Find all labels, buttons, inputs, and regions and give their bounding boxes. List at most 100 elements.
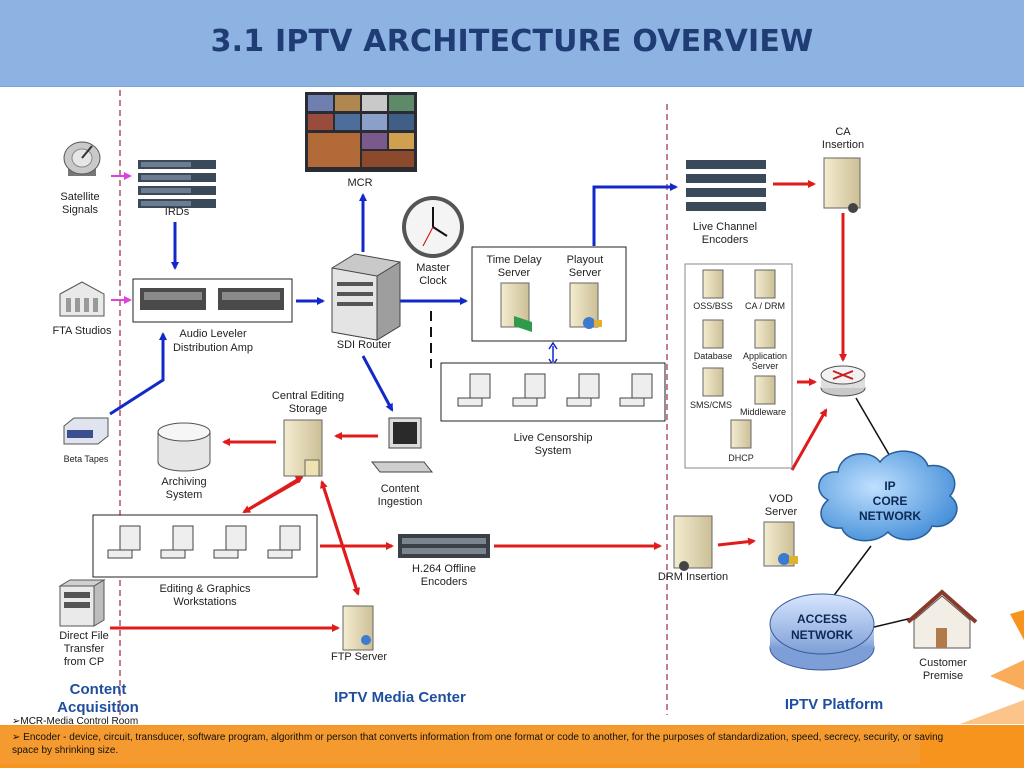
mcr-video-wall-icon — [305, 92, 417, 172]
svg-text:Content: Content — [381, 483, 420, 495]
svg-text:Customer: Customer — [919, 657, 967, 669]
svg-text:Server: Server — [498, 267, 531, 279]
backoffice-servers — [702, 269, 776, 449]
zone-content-acquisition-2: Acquisition — [57, 699, 139, 716]
label-dhcp: DHCP — [728, 453, 754, 463]
svg-text:Signals: Signals — [62, 204, 99, 216]
label-live-channel: Live Channel — [693, 221, 757, 233]
label-h264: H.264 Offline — [412, 563, 476, 575]
label-central-editing: Central Editing — [272, 390, 344, 402]
note-encoder: ➢ Encoder - device, circuit, transducer,… — [12, 732, 944, 756]
label-ip-core-3: NETWORK — [859, 509, 921, 523]
svg-text:H.264 Offline: H.264 Offline — [412, 563, 476, 575]
label-central-editing-2: Storage — [289, 403, 328, 415]
central-editing-storage-icon — [283, 419, 323, 477]
label-archiving: Archiving — [161, 476, 206, 488]
censorship-link — [548, 341, 558, 367]
label-ip-core: IP — [884, 479, 895, 493]
label-fta: FTA Studios — [52, 325, 112, 337]
master-clock-icon — [402, 196, 464, 258]
label-master-clock: Master — [416, 262, 450, 274]
sdi-router-icon — [331, 253, 401, 341]
footer-band-inner — [0, 726, 920, 764]
irds-icon — [138, 160, 216, 208]
direct-file-icon — [58, 579, 106, 627]
drm-insertion-server-icon — [673, 515, 713, 571]
ip-core-cloud — [818, 450, 958, 542]
svg-text:Time Delay: Time Delay — [486, 254, 542, 266]
censorship-workstations — [457, 373, 653, 407]
svg-text:Archiving: Archiving — [161, 476, 206, 488]
label-content-ingestion-2: Ingestion — [378, 496, 423, 508]
svg-text:Ingestion: Ingestion — [378, 496, 423, 508]
svg-text:Encoders: Encoders — [421, 576, 468, 588]
svg-text:Premise: Premise — [923, 670, 963, 682]
label-direct-file: Direct File — [59, 630, 109, 642]
label-live-channel-2: Encoders — [702, 234, 749, 246]
label-content-ingestion: Content — [381, 483, 420, 495]
label-beta: Beta Tapes — [64, 454, 109, 464]
svg-text:Encoders: Encoders — [702, 234, 749, 246]
fta-studio-icon — [59, 281, 105, 317]
svg-text:Audio Leveler: Audio Leveler — [179, 328, 247, 340]
svg-text:VOD: VOD — [769, 493, 793, 505]
label-live-censorship-2: System — [535, 445, 572, 457]
svg-text:System: System — [535, 445, 572, 457]
svg-text:Live Channel: Live Channel — [693, 221, 757, 233]
label-archiving-2: System — [166, 489, 203, 501]
zone-platform: IPTV Platform — [785, 696, 883, 713]
zone-content-acquisition: Content — [70, 681, 127, 698]
label-time-delay-2: Server — [498, 267, 531, 279]
svg-text:CA: CA — [835, 126, 851, 138]
live-channel-encoders-icon — [686, 160, 766, 211]
svg-text:System: System — [166, 489, 203, 501]
label-ca-drm: CA / DRM — [745, 301, 785, 311]
label-audio-leveler-2: Distribution Amp — [173, 342, 253, 354]
vod-server-icon — [763, 521, 798, 567]
h264-encoders-icon — [398, 534, 490, 558]
page-title: 3.1 IPTV ARCHITECTURE OVERVIEW — [210, 24, 814, 59]
svg-text:Editing & Graphics: Editing & Graphics — [159, 583, 251, 595]
time-delay-server-icon — [500, 282, 532, 332]
label-ip-core-2: CORE — [873, 494, 908, 508]
magenta-connections — [111, 172, 132, 304]
label-ca-insertion: CA — [835, 126, 851, 138]
label-playout-2: Server — [569, 267, 602, 279]
label-h264-2: Encoders — [421, 576, 468, 588]
label-playout: Playout — [567, 254, 604, 266]
label-audio-leveler: Audio Leveler — [179, 328, 247, 340]
beta-tapes-icon — [63, 417, 109, 445]
label-sdi-router: SDI Router — [337, 339, 392, 351]
zone-media-center: IPTV Media Center — [334, 689, 466, 706]
svg-text:Transfer: Transfer — [64, 643, 105, 655]
svg-text:Distribution Amp: Distribution Amp — [173, 342, 253, 354]
satellite-icon — [63, 141, 101, 176]
label-access-network-2: NETWORK — [791, 628, 853, 642]
label-vod-server: VOD — [769, 493, 793, 505]
svg-text:Master: Master — [416, 262, 450, 274]
label-editing-graphics: Editing & Graphics — [159, 583, 251, 595]
svg-text:Storage: Storage — [289, 403, 328, 415]
label-customer-premise: Customer — [919, 657, 967, 669]
label-live-censorship: Live Censorship — [514, 432, 593, 444]
red-connections — [110, 180, 847, 632]
label-drm-insertion: DRM Insertion — [658, 571, 728, 583]
svg-text:Insertion: Insertion — [822, 139, 864, 151]
label-ftp: FTP Server — [331, 651, 387, 663]
audio-leveler-icon — [140, 288, 284, 310]
svg-text:Workstations: Workstations — [173, 596, 237, 608]
label-editing-graphics-2: Workstations — [173, 596, 237, 608]
svg-text:Server: Server — [765, 506, 798, 518]
label-database: Database — [694, 351, 733, 361]
svg-text:Satellite: Satellite — [60, 191, 99, 203]
label-direct-file-3: from CP — [64, 656, 104, 668]
ftp-server-icon — [342, 605, 374, 651]
label-application-server: Application — [743, 351, 787, 361]
label-irds: IRDs — [165, 206, 190, 218]
label-application-server-2: Server — [752, 361, 779, 371]
label-customer-premise-2: Premise — [923, 670, 963, 682]
label-oss-bss: OSS/BSS — [693, 301, 733, 311]
svg-text:Server: Server — [752, 361, 779, 371]
router-icon — [820, 365, 866, 397]
svg-text:Clock: Clock — [419, 275, 447, 287]
